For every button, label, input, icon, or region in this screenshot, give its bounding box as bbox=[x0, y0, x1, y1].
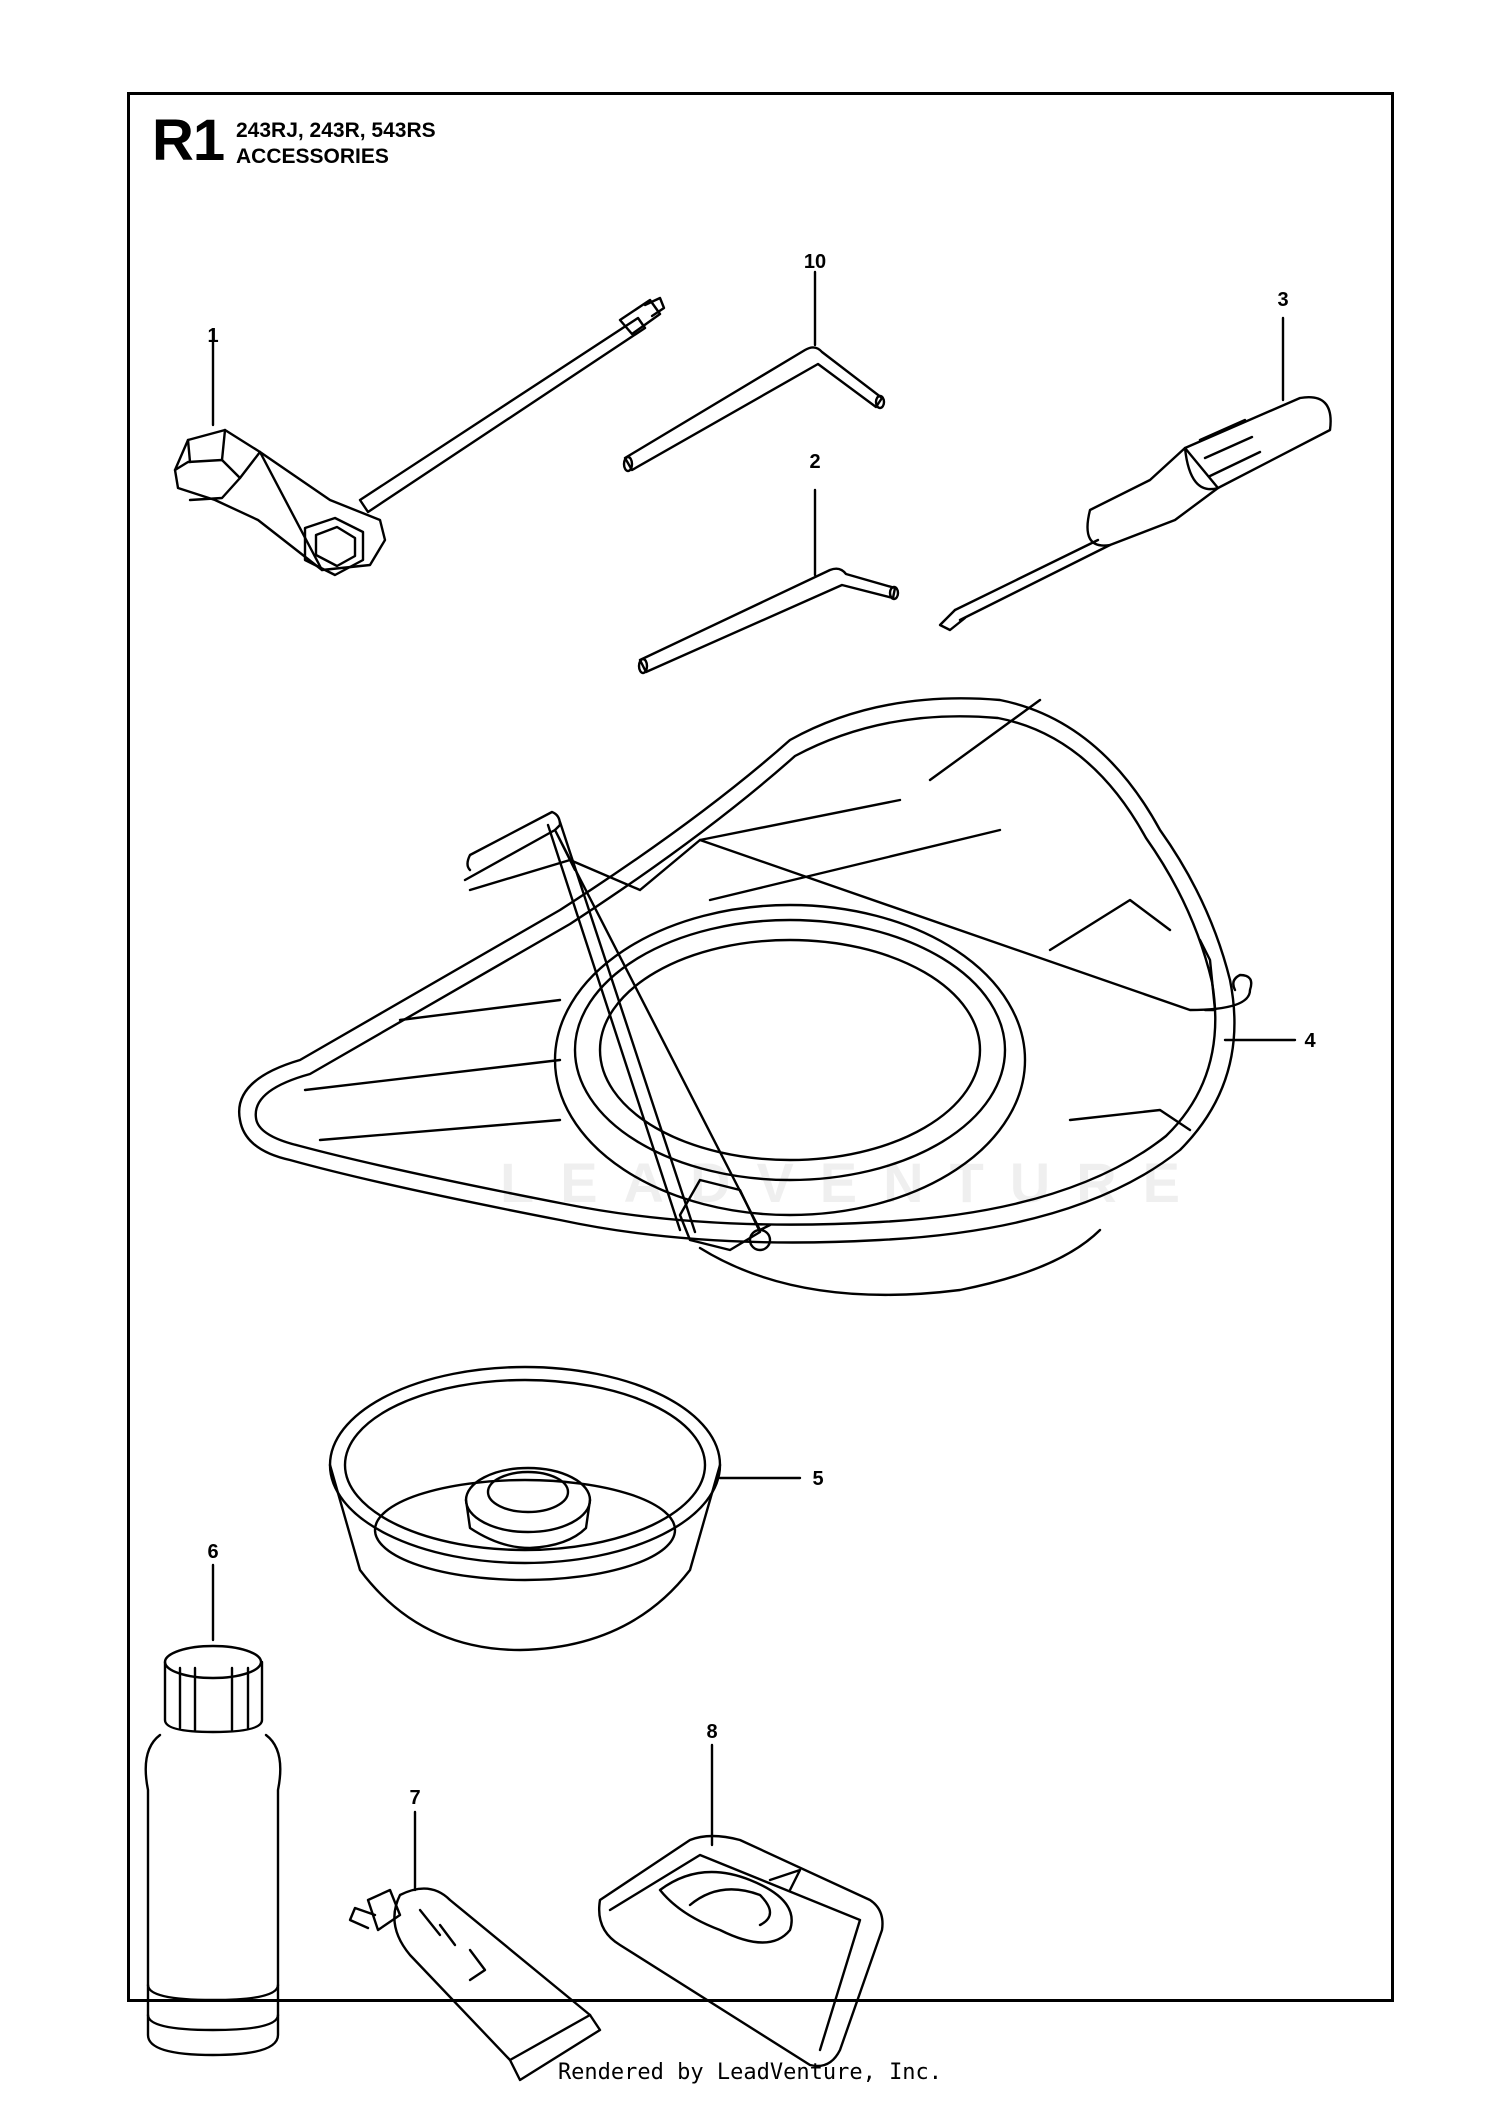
model-list: 243RJ, 243R, 543RS bbox=[236, 119, 436, 142]
part-4-guard[interactable] bbox=[237, 697, 1297, 1297]
callout-4: 4 bbox=[1304, 1030, 1316, 1052]
diagram-frame bbox=[127, 92, 1394, 2002]
part-7-grease-tube[interactable] bbox=[348, 1810, 602, 2082]
footer-credit: Rendered by LeadVenture, Inc. bbox=[557, 2060, 943, 2085]
part-1-spark-plug-wrench[interactable] bbox=[173, 296, 666, 577]
part-10-hex-key[interactable] bbox=[622, 270, 886, 473]
part-8-bag[interactable] bbox=[598, 1743, 884, 2068]
callout-3: 3 bbox=[1277, 289, 1288, 311]
part-3-screwdriver[interactable] bbox=[938, 316, 1332, 632]
part-5-bowl[interactable] bbox=[328, 1365, 802, 1652]
callout-5: 5 bbox=[812, 1468, 823, 1490]
section-code: R1 bbox=[152, 108, 225, 173]
callout-10: 10 bbox=[804, 251, 826, 273]
callout-1: 1 bbox=[207, 325, 218, 347]
callout-6: 6 bbox=[207, 1541, 218, 1563]
part-6-oil-bottle[interactable] bbox=[144, 1563, 282, 2057]
page-title: ACCESSORIES bbox=[236, 145, 389, 168]
callout-8: 8 bbox=[706, 1721, 717, 1743]
callout-2: 2 bbox=[809, 451, 820, 473]
part-2-hex-key[interactable] bbox=[637, 488, 900, 675]
callout-7: 7 bbox=[409, 1787, 420, 1809]
